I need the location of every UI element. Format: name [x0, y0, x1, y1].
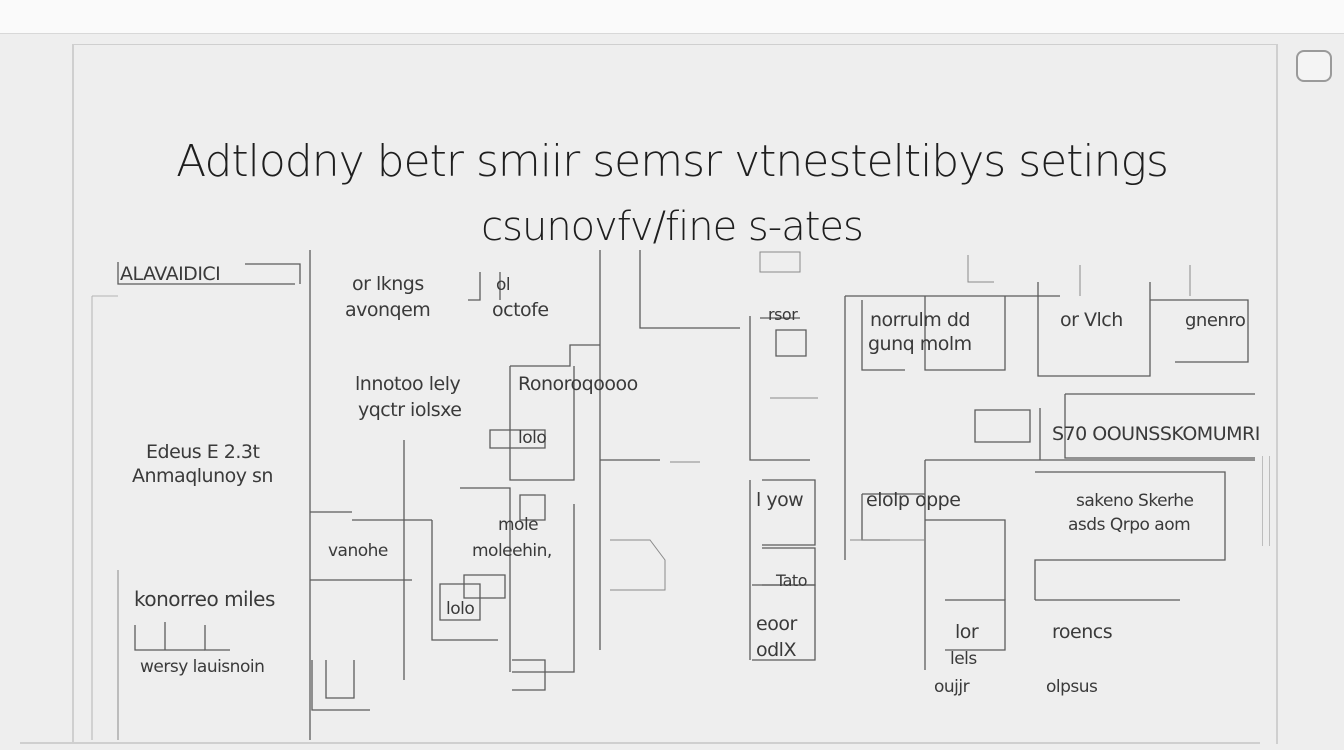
room-label: gunq molm — [868, 333, 972, 355]
room-label: vanohe — [328, 541, 388, 561]
room-label: sakeno Skerhe — [1076, 491, 1194, 511]
diagram-subtitle: csunovfv/fine s-ates — [481, 204, 864, 250]
room-label: lor — [955, 621, 979, 643]
room-label: mole — [498, 515, 538, 535]
room-label: octofe — [492, 299, 549, 321]
frame-right-edge — [1276, 44, 1278, 744]
room-label: wersy lauisnoin — [140, 657, 264, 677]
room-label: Ronoroqoooo — [518, 373, 638, 395]
room-label: ol — [496, 275, 510, 295]
room-label: l yow — [756, 489, 803, 511]
room-label: elolp oppe — [866, 489, 960, 511]
room-label: avonqem — [345, 299, 430, 321]
room-label: konorreo miles — [134, 587, 275, 611]
room-label: yqctr iolsxe — [358, 399, 461, 421]
room-label: oujjr — [934, 677, 970, 697]
room-label: olpsus — [1046, 677, 1098, 697]
room-label: S70 OOUNSSKOMUMRI — [1052, 423, 1260, 445]
scroll-handle[interactable] — [1262, 456, 1270, 546]
room-label: or Vlch — [1060, 309, 1123, 331]
frame-bottom-edge — [20, 742, 1260, 744]
room-label: odlX — [756, 639, 796, 661]
room-label: gnenro — [1185, 310, 1246, 331]
room-label: ALAVAIDICI — [120, 263, 220, 285]
plan-walls — [91, 250, 1255, 740]
room-label: lolo — [518, 428, 546, 448]
room-label: or lkngs — [352, 273, 424, 295]
room-label: rsor — [768, 305, 798, 324]
room-label: lolo — [446, 599, 474, 619]
room-label: lnnotoo lely — [355, 373, 460, 395]
room-label: moleehin, — [472, 541, 552, 561]
diagram-title: Adtlodny betr smiir semsr vtnesteltibys … — [176, 136, 1169, 187]
room-label: lels — [950, 649, 977, 669]
room-label: Tato — [775, 571, 807, 590]
frame-left-edge — [72, 44, 74, 744]
room-label: Edeus E 2.3t — [146, 441, 259, 463]
frame-top-edge — [74, 44, 1276, 45]
room-label: norrulm dd — [870, 309, 970, 331]
room-label: eoor — [756, 613, 797, 635]
plan-labels: ALAVAIDICI or lkngs avonqem ol octofe ln… — [120, 263, 1260, 697]
room-label: roencs — [1052, 621, 1112, 643]
room-label: Anmaqlunoy sn — [132, 465, 273, 487]
drawing-canvas — [0, 34, 1344, 750]
window-corner-button[interactable] — [1296, 50, 1332, 82]
top-toolbar-strip — [0, 0, 1344, 34]
room-label: asds Qrpo aom — [1068, 515, 1190, 535]
